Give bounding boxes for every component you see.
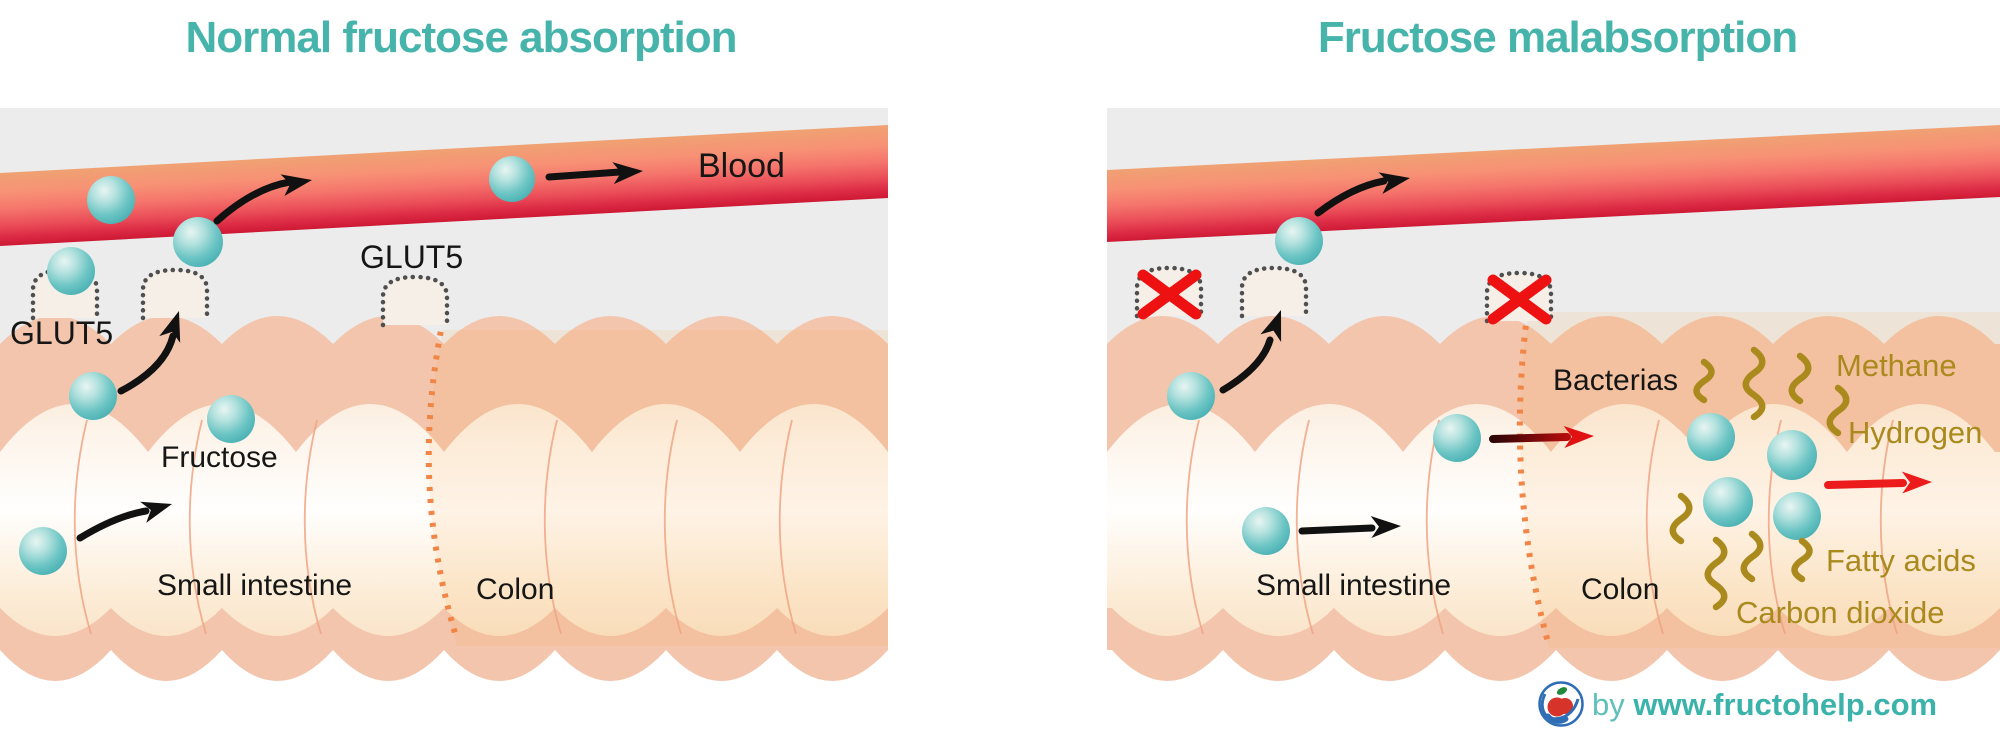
arrow-into-glut5 — [1219, 336, 1274, 394]
fructohelp-logo-icon — [1538, 681, 1584, 727]
fructose-molecule-icon — [1433, 414, 1481, 462]
fructose-molecule-icon — [1275, 217, 1323, 265]
fructose-molecule-icon — [1703, 477, 1753, 527]
left-panel-graphics — [0, 108, 888, 681]
right-panel-title: Fructose malabsorption — [1317, 13, 1798, 62]
arrow-gas-out — [1824, 479, 1907, 489]
fructose-molecule-icon — [69, 372, 117, 420]
fructose-molecule-icon — [1167, 372, 1215, 420]
intestine-segment-lines — [73, 419, 797, 635]
fructose-molecule-icon — [1773, 492, 1821, 540]
colon-boundary-dotted-line — [1516, 301, 1552, 647]
fructose-molecule-icon — [1767, 430, 1817, 480]
fructose-label: Fructose — [161, 441, 278, 474]
glut5-channel-icon — [380, 274, 450, 328]
right-panel-graphics — [1107, 108, 2000, 681]
methane-label: Methane — [1836, 348, 1957, 383]
fructose-molecule-icon — [1242, 507, 1290, 555]
fructose-molecule-icon — [19, 527, 67, 575]
glut5-channel-icon — [1239, 265, 1309, 319]
arrow-blood-flow — [545, 168, 624, 181]
glut5-transporters — [30, 267, 450, 328]
red-x-icon — [1137, 269, 1202, 320]
fructose-molecule-icon — [207, 395, 255, 443]
blocked-transporter-x-icons — [1137, 269, 1552, 325]
blood-vessel — [1107, 125, 2000, 242]
watermark-prefix: by — [1592, 687, 1625, 722]
colon-region-tint — [428, 330, 888, 646]
arrow-lumen-flow — [1298, 524, 1376, 535]
bacterial-gas-squiggle-icons — [1669, 346, 1850, 611]
hydrogen-label: Hydrogen — [1848, 415, 1983, 450]
watermark-site-url: www.fructohelp.com — [1633, 687, 1938, 722]
arrow-into-blood — [213, 178, 294, 225]
colon-label-right: Colon — [1581, 573, 1660, 606]
flow-arrows-left — [76, 168, 624, 542]
intestine-lumen — [0, 404, 888, 636]
arrow-lumen-flow — [76, 507, 150, 542]
fructose-molecule-icon — [1687, 413, 1735, 461]
small-intestine-label-right: Small intestine — [1256, 569, 1452, 602]
fatty-acids-label: Fatty acids — [1826, 543, 1976, 578]
arrowheads-left — [140, 162, 643, 523]
fructose-molecule-icon — [47, 247, 95, 295]
fructose-molecule-icon — [173, 217, 223, 267]
arrow-into-glut5 — [117, 332, 177, 395]
glut5-channel-icon — [140, 267, 210, 321]
blood-label: Blood — [698, 147, 785, 185]
fructose-molecules — [19, 156, 535, 575]
red-x-icon — [1487, 274, 1552, 325]
colon-label-left: Colon — [476, 573, 555, 606]
arrowheads-right — [1260, 172, 1932, 539]
carbon-dioxide-label: Carbon dioxide — [1736, 595, 1945, 630]
watermark-credit: by www.fructohelp.com — [1592, 687, 1937, 723]
glut5-label-lower: GLUT5 — [10, 315, 114, 351]
fructose-molecule-icon — [87, 176, 135, 224]
small-intestine-label-left: Small intestine — [157, 569, 353, 602]
flow-arrows-right — [1219, 177, 1388, 535]
fructose-molecules — [1167, 217, 1821, 555]
fructose-molecule-icon — [489, 156, 535, 202]
arrow-into-colon — [1489, 433, 1571, 443]
bacterias-label: Bacterias — [1553, 364, 1679, 397]
left-panel-title: Normal fructose absorption — [185, 13, 738, 62]
intestine-segment-lines — [1185, 419, 1898, 635]
arrow-into-blood — [1314, 177, 1388, 217]
colon-region-tint — [1519, 312, 2000, 648]
glut5-label-upper: GLUT5 — [360, 239, 464, 275]
